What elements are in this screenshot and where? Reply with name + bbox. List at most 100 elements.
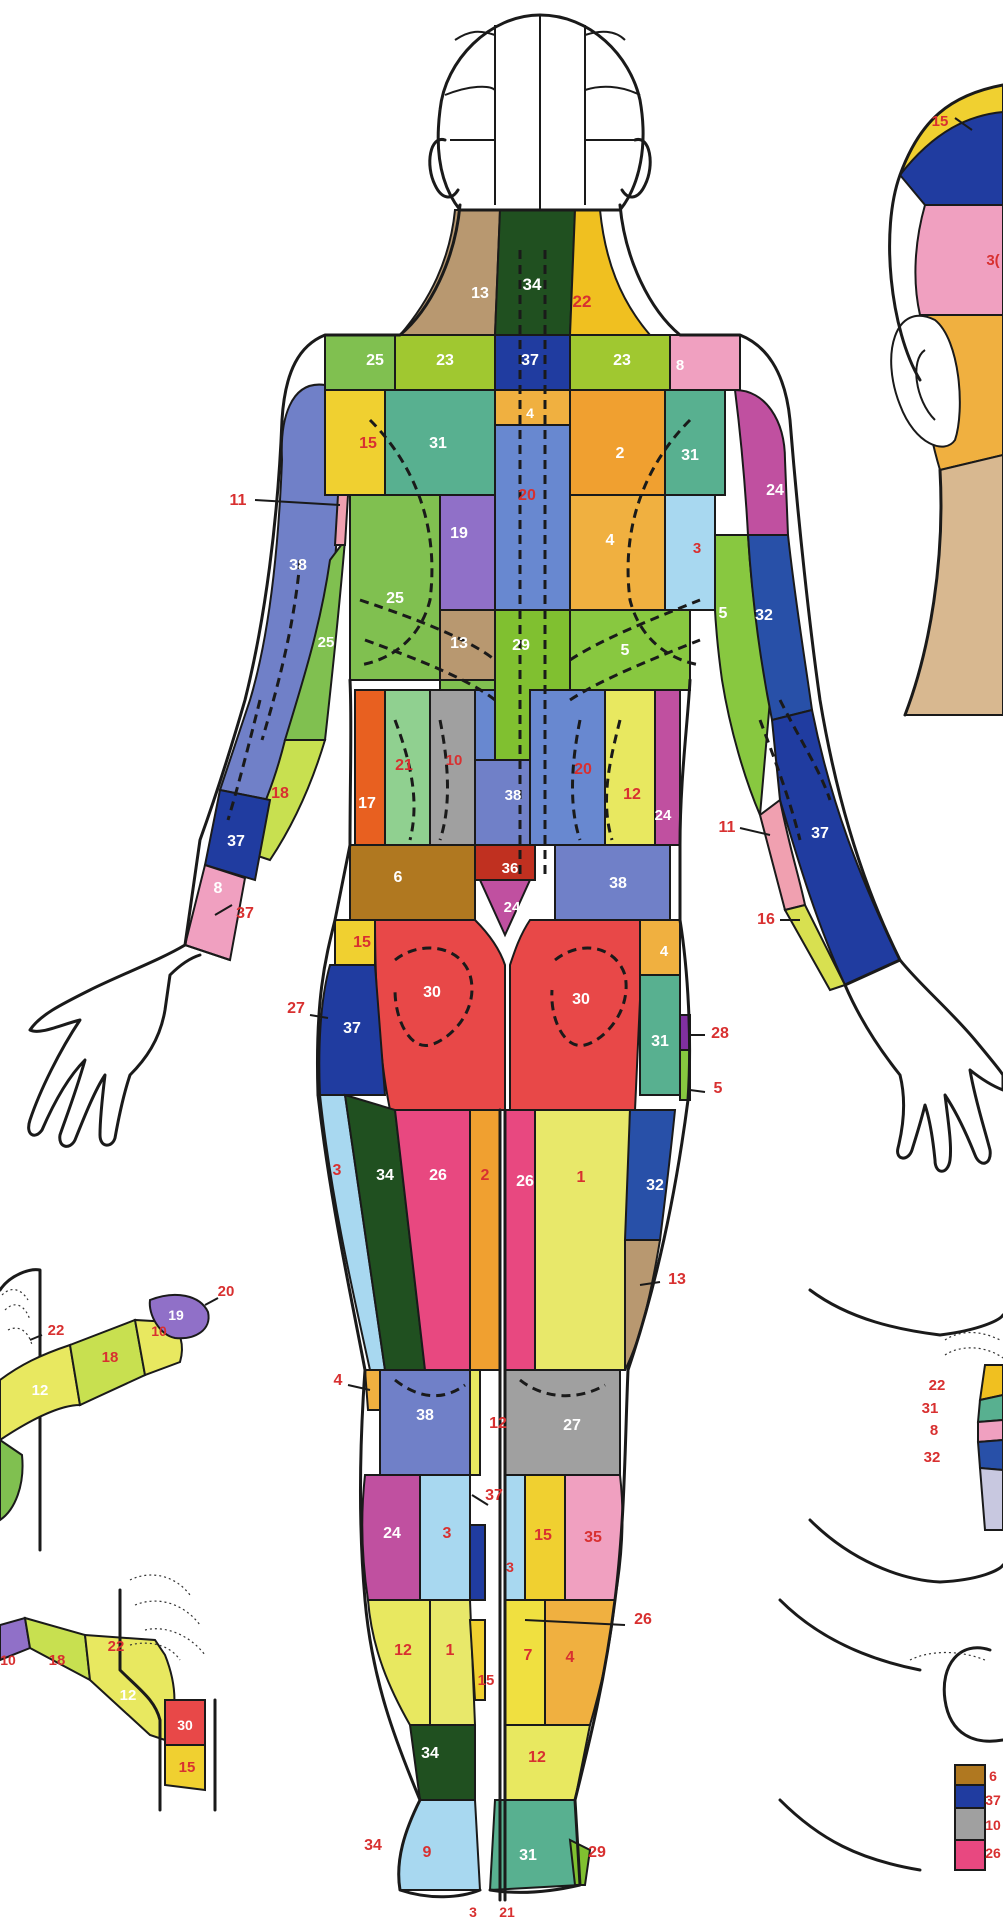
shoulder-zone-25 (325, 335, 395, 390)
inset3-buttock (944, 1648, 1003, 1741)
mid-back-zone-3 (665, 495, 715, 610)
head-profile-inset (890, 85, 1003, 715)
zone-label-n34-foot-out: 34 (364, 1837, 382, 1854)
zone-label-n4-shin: 4 (566, 1649, 575, 1666)
right-hand (845, 960, 1003, 1171)
zone-label-n21-bottom: 21 (499, 1904, 515, 1920)
zone-label-n29-foot-out: 29 (588, 1844, 606, 1861)
zone-label-n35: 35 (584, 1529, 602, 1546)
upper-back-zone-31-right (665, 390, 725, 495)
zone-label-n10-m2: 10 (0, 1652, 16, 1668)
zone-label-n25-larm: 25 (318, 634, 335, 651)
zone-label-n18-m2: 18 (49, 1652, 66, 1669)
zone-label-n36-head: 3( (986, 252, 999, 269)
left-hand (29, 945, 200, 1146)
zone-label-n38-larm: 38 (289, 557, 307, 574)
calf-zone-3-right (505, 1475, 525, 1600)
zone-label-n37-rarm: 37 (811, 825, 829, 842)
zone-label-n26-calf-out: 26 (634, 1611, 652, 1628)
mid-back-zone-4 (570, 495, 665, 610)
zone-label-n24-rarm: 24 (766, 482, 784, 499)
shin-zone-1 (430, 1600, 475, 1725)
zone-label-n38-knee: 38 (416, 1407, 434, 1424)
zone-label-n28-out: 28 (711, 1025, 729, 1042)
zone-label-n38-sp: 38 (505, 787, 522, 804)
zone-label-n10-f: 10 (985, 1817, 1001, 1833)
zone-label-n3-calf: 3 (443, 1525, 452, 1542)
zone-label-n37-larm-out: 37 (236, 905, 254, 922)
zone-label-n26-f: 26 (985, 1845, 1001, 1861)
zone-label-n29-back: 29 (512, 637, 530, 654)
zone-label-n37-up: 37 (521, 352, 539, 369)
zone-label-n5-back: 5 (621, 642, 630, 659)
zone-label-n22-m2: 22 (108, 1638, 125, 1655)
zone-label-n31-foot: 31 (519, 1847, 537, 1864)
shin-zone-12-left (368, 1600, 430, 1725)
zone-label-n26-thl: 26 (429, 1167, 447, 1184)
zone-label-n24-calf: 24 (383, 1525, 401, 1542)
thigh-zone-26-right (505, 1110, 535, 1370)
zone-label-n27-out: 27 (287, 1000, 305, 1017)
zone-label-n3-calf-r: 3 (506, 1559, 514, 1575)
zone-label-n17: 17 (358, 795, 376, 812)
zone-label-n15-head: 15 (932, 113, 949, 130)
inset3-bottom-curve (780, 1600, 920, 1870)
zone-label-n20-m1: 20 (218, 1283, 235, 1300)
knee-zone-12-strip (470, 1370, 480, 1475)
zone-label-n22-m1: 22 (48, 1322, 65, 1339)
zone-label-n30-l: 30 (423, 984, 441, 1001)
zone-label-n6-hip: 6 (394, 869, 403, 886)
zone-label-n12-shin: 12 (394, 1642, 412, 1659)
zone-label-n34-neck: 34 (523, 275, 542, 294)
zone-label-n18-larm: 18 (271, 785, 289, 802)
zone-label-n2-th: 2 (481, 1167, 490, 1184)
calf-zone-37 (470, 1525, 485, 1600)
left-arm-zone-11 (335, 495, 348, 545)
zone-label-n3-th: 3 (333, 1162, 342, 1179)
zone-label-n31-f: 31 (922, 1400, 939, 1417)
zone-label-n32-th: 32 (646, 1177, 664, 1194)
zone-label-n7-shin: 7 (524, 1647, 533, 1664)
neck-zone-34 (495, 210, 575, 335)
zone-label-n22-f: 22 (929, 1377, 946, 1394)
zone-label-n15-calf: 15 (534, 1527, 552, 1544)
zone-label-n19-m1: 19 (168, 1307, 184, 1323)
zone-label-n24-sac: 24 (504, 899, 521, 916)
neck-zone (905, 455, 1003, 715)
zone-label-n19: 19 (450, 525, 468, 542)
hip-zone-6 (350, 845, 475, 920)
inset3-zone-26 (955, 1840, 985, 1870)
lower-back-zone-38 (475, 760, 530, 845)
zone-label-n15-hip: 15 (353, 934, 371, 951)
zone-label-n20-low: 20 (574, 761, 592, 778)
spine-zone-20 (495, 425, 570, 610)
lower-back-zone-12 (605, 690, 655, 845)
left-ear (430, 139, 458, 197)
zone-label-n37-calf-out: 37 (485, 1487, 503, 1504)
zone-label-n22-neck: 22 (573, 292, 592, 311)
zone-label-n25-sh: 25 (366, 352, 384, 369)
zone-label-n15-shin: 15 (478, 1672, 495, 1689)
inset3-upper-curve (810, 1290, 1003, 1335)
zone-label-n20-sp: 20 (518, 487, 536, 504)
thigh-zone-1 (535, 1110, 630, 1370)
leader-5-out (690, 1090, 705, 1092)
zone-label-n32-f: 32 (924, 1449, 941, 1466)
inset3-zone-6 (955, 1765, 985, 1785)
zone-label-n23-l: 23 (436, 352, 454, 369)
zone-label-n30-r: 30 (572, 991, 590, 1008)
neck-zone-13 (400, 210, 500, 335)
zone-label-n5-rarm: 5 (719, 605, 728, 622)
zone-label-n37-th: 37 (343, 1020, 361, 1037)
zone-label-n13-out: 13 (668, 1271, 686, 1288)
zone-label-n6-f: 6 (989, 1768, 997, 1784)
inset3-zone-10 (955, 1808, 985, 1840)
zone-label-n12-m2: 12 (120, 1687, 137, 1704)
right-ear (622, 139, 650, 197)
zone-label-n11-larm: 11 (230, 492, 247, 509)
zone-label-n15-sc: 15 (359, 435, 377, 452)
zone-label-n4-mid: 4 (606, 532, 615, 549)
zone-label-n30-m2: 30 (177, 1717, 193, 1733)
zone-label-n32-rarm: 32 (755, 607, 773, 624)
